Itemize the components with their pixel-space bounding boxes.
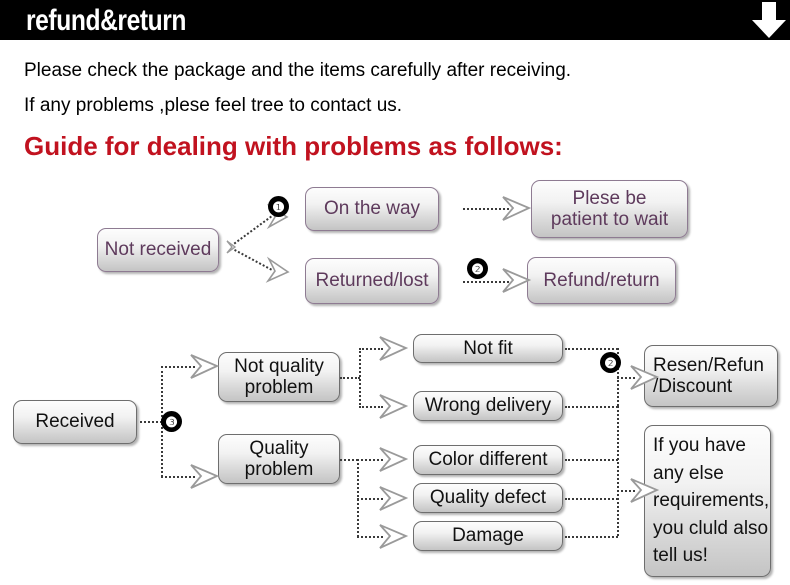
connector-notquality-stub — [340, 377, 360, 379]
badge-three: ❸ — [161, 411, 182, 432]
node-not-received[interactable]: Not received — [97, 228, 219, 272]
node-quality-line1: Quality — [249, 437, 309, 459]
connector-notquality-to-wrong — [359, 406, 383, 408]
connector-quality-to-damage — [357, 536, 383, 538]
down-arrow-shaft — [762, 2, 776, 22]
node-on-the-way[interactable]: On the way — [305, 187, 439, 231]
page-header: refund&return — [0, 0, 790, 40]
connector-defect-merge-stub — [565, 498, 618, 500]
node-color-different[interactable]: Color different — [413, 445, 563, 475]
connector-color-merge-stub — [565, 459, 618, 461]
connector-ontheway-to-wait — [463, 208, 509, 210]
connector-received-to-quality — [161, 476, 195, 478]
arrowhead-ontheway-to-wait — [502, 196, 532, 221]
connector-received-stub — [140, 421, 162, 423]
connector-notquality-to-notfit — [359, 348, 383, 350]
guide-heading: Guide for dealing with problems as follo… — [24, 131, 563, 161]
node-wrong-delivery[interactable]: Wrong delivery — [413, 391, 563, 421]
arrowhead-returned-to-refund — [502, 268, 532, 293]
arrowhead-to-quality-defect — [379, 486, 409, 511]
badge-one-top: ❶ — [268, 196, 289, 217]
node-not-quality-line1: Not quality — [234, 355, 324, 377]
connector-merge-bottom-vertical — [617, 406, 619, 536]
badge-two-top: ❷ — [467, 258, 488, 279]
note-line-2: any else — [653, 462, 724, 484]
connector-wrong-merge-stub — [565, 406, 618, 408]
node-not-fit[interactable]: Not fit — [413, 334, 563, 363]
note-line-1: If you have — [653, 435, 746, 456]
node-quality-defect[interactable]: Quality defect — [413, 483, 563, 513]
connector-notfit-merge-stub — [565, 348, 618, 350]
badge-two-bottom: ❷ — [600, 352, 621, 373]
page-title: refund&return — [26, 4, 187, 37]
arrowhead-to-resend — [630, 365, 660, 390]
node-not-quality-line2: problem — [244, 377, 314, 398]
arrowhead-to-damage — [379, 524, 409, 549]
down-arrow-head — [752, 20, 786, 38]
node-quality-problem[interactable]: Quality problem — [218, 434, 340, 484]
connector-received-to-notquality — [161, 366, 195, 368]
node-resend-refund-discount[interactable]: Resen/Refun /Discount — [644, 345, 778, 407]
note-line-5: tell us! — [653, 545, 708, 567]
node-please-be-patient[interactable]: Plese be patient to wait — [531, 180, 688, 238]
connector-damage-merge-stub — [565, 536, 618, 538]
node-resend-line2: /Discount — [653, 376, 733, 397]
connector-merge-to-note — [617, 490, 635, 492]
node-damage[interactable]: Damage — [413, 521, 563, 551]
intro-line-1: Please check the package and the items c… — [24, 60, 572, 81]
arrowhead-to-notfit — [379, 336, 409, 361]
connector-quality-to-color — [357, 459, 383, 461]
note-line-4: you cluld also — [653, 517, 769, 539]
note-line-3: requirements, — [653, 490, 770, 512]
down-arrow-icon — [752, 2, 786, 38]
node-please-be-patient-line1: Plese be — [572, 187, 647, 209]
node-received[interactable]: Received — [13, 400, 137, 444]
arrowhead-received-to-notquality — [190, 354, 220, 379]
node-note-box[interactable]: If you have any else requirements, you c… — [644, 425, 771, 577]
node-refund-return[interactable]: Refund/return — [527, 257, 676, 304]
node-resend-line1: Resen/Refun — [653, 354, 764, 376]
connector-quality-stub — [340, 459, 358, 461]
intro-line-2: If any problems ,plese feel tree to cont… — [24, 95, 403, 116]
arrowhead-to-wrong-delivery — [379, 394, 409, 419]
node-returned-lost[interactable]: Returned/lost — [305, 258, 439, 304]
node-not-quality-problem[interactable]: Not quality problem — [218, 352, 340, 402]
arrowhead-received-to-quality — [190, 464, 220, 489]
connector-returned-to-refund — [463, 281, 509, 283]
arrowhead-to-color-different — [379, 447, 409, 472]
connector-notquality-vertical — [359, 348, 361, 408]
node-please-be-patient-line2: patient to wait — [550, 209, 669, 230]
node-quality-line2: problem — [244, 459, 314, 480]
connector-merge-to-resend — [617, 377, 635, 379]
arrowhead-to-note — [630, 478, 660, 503]
connector-quality-to-defect — [357, 498, 383, 500]
